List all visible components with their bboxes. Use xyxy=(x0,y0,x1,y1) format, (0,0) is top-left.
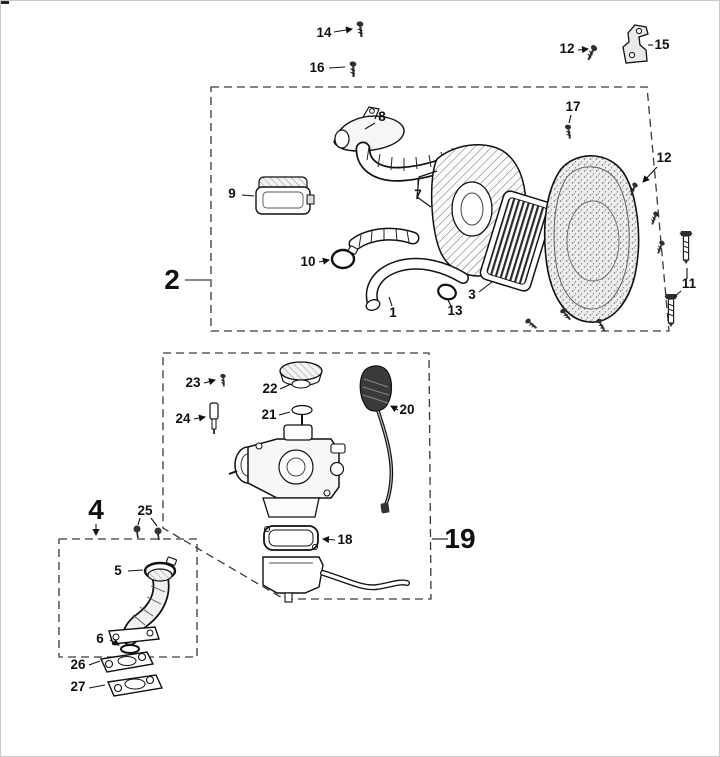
gasket-part-26 xyxy=(99,651,155,673)
leader-10 xyxy=(318,257,331,265)
leader-21 xyxy=(278,411,291,416)
group-label-19: 19 xyxy=(444,523,475,554)
leader-6 xyxy=(109,638,120,646)
part-label-15: 15 xyxy=(654,37,670,52)
needle-set-part-21 xyxy=(291,404,313,439)
group-2-boundary xyxy=(210,86,670,332)
part-label-1: 1 xyxy=(389,305,397,320)
leader-12-top xyxy=(577,46,590,54)
group-label-2: 2 xyxy=(164,264,180,295)
leader-1 xyxy=(388,296,393,307)
part-label-11: 11 xyxy=(682,276,697,291)
part-label-10: 10 xyxy=(300,254,315,269)
hose-clamp-part-10 xyxy=(330,245,359,270)
leader-20 xyxy=(390,405,399,413)
intake-manifold xyxy=(108,568,173,646)
leader-23 xyxy=(203,378,217,386)
intake-snorkel-part-8 xyxy=(333,106,405,152)
leader-5 xyxy=(127,569,144,572)
part-label-16: 16 xyxy=(309,60,325,75)
leader-24 xyxy=(193,414,207,422)
carburetor-body xyxy=(228,424,346,518)
overflow-hose xyxy=(320,570,410,591)
bracket-part-15 xyxy=(622,24,649,64)
group-label-4: 4 xyxy=(88,494,104,525)
leader-26 xyxy=(88,660,101,666)
part-label-3: 3 xyxy=(468,287,476,302)
screws-part-25 xyxy=(133,525,162,541)
airbox-inlet-hose xyxy=(348,227,420,251)
scan-mark xyxy=(1,1,9,4)
airbox-cover xyxy=(543,155,640,323)
leader-25b xyxy=(150,517,158,527)
screw-part-17 xyxy=(563,123,573,140)
leader-11b xyxy=(673,290,682,298)
gasket-part-27 xyxy=(106,674,164,697)
part-label-27: 27 xyxy=(70,679,85,694)
diaphragm-cover-part-22 xyxy=(279,361,323,389)
part-label-17: 17 xyxy=(565,99,580,114)
bolt-part-11a xyxy=(679,230,693,265)
screw-part-16 xyxy=(346,60,359,79)
screw-part-14 xyxy=(354,20,366,38)
air-filter-part-3 xyxy=(479,190,555,292)
screw-part-23 xyxy=(218,373,228,388)
jet-part-24 xyxy=(209,402,219,434)
part-label-23: 23 xyxy=(185,375,201,390)
leader-8 xyxy=(364,122,376,130)
leader-27 xyxy=(88,684,106,689)
leader-9 xyxy=(241,194,255,197)
control-module-part-9 xyxy=(255,176,315,215)
leader-22 xyxy=(279,383,292,390)
leader-17 xyxy=(568,114,572,124)
part-label-20: 20 xyxy=(399,402,414,417)
intake-tube-part-1 xyxy=(365,257,469,311)
leader-16 xyxy=(328,66,346,69)
leader-14 xyxy=(333,26,354,34)
part-label-9: 9 xyxy=(228,186,236,201)
bolt-part-11b xyxy=(664,293,678,328)
part-label-26: 26 xyxy=(70,657,86,672)
part-label-12-top: 12 xyxy=(559,41,574,56)
part-label-12-right: 12 xyxy=(656,150,671,165)
bowl-gasket-part-18 xyxy=(263,525,319,551)
part-label-24: 24 xyxy=(175,411,191,426)
throttle-cable-part-20 xyxy=(359,365,394,514)
part-label-6: 6 xyxy=(96,631,104,646)
hose-clamp-part-13 xyxy=(437,283,457,301)
leader-18 xyxy=(321,535,336,544)
leader-13 xyxy=(447,299,452,307)
part-label-22: 22 xyxy=(262,381,277,396)
part-label-8: 8 xyxy=(378,109,386,124)
part-label-25: 25 xyxy=(137,503,153,518)
screw-part-12-top xyxy=(582,43,600,62)
part-label-21: 21 xyxy=(261,407,277,422)
o-ring-part-6 xyxy=(120,644,140,654)
leader-12-right xyxy=(642,166,658,183)
part-label-7: 7 xyxy=(414,187,422,202)
part-label-5: 5 xyxy=(114,563,122,578)
group-19-boundary xyxy=(162,352,432,600)
leader-3 xyxy=(478,281,493,293)
float-bowl xyxy=(262,556,324,603)
leader-25a xyxy=(137,517,141,526)
part-label-18: 18 xyxy=(337,532,353,547)
part-label-14: 14 xyxy=(316,25,332,40)
part-label-13: 13 xyxy=(447,303,463,318)
